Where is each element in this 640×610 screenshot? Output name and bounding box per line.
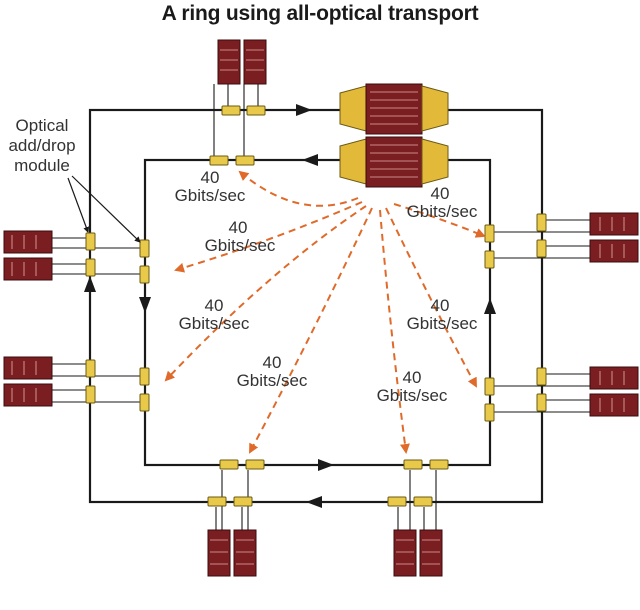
- outer-fiber-ring: [88, 108, 544, 504]
- wavelength-path: [174, 201, 363, 273]
- wavelength-paths: [164, 170, 486, 454]
- add-drop-module: [207, 496, 227, 507]
- rate-value: 40: [263, 353, 282, 372]
- direction-arrow-top-outer: [296, 104, 312, 116]
- rate-unit: Gbits/sec: [237, 371, 308, 390]
- add-drop-module: [536, 393, 547, 412]
- add-drop-module: [403, 459, 423, 470]
- node-left-upper: [3, 230, 150, 284]
- rate-value: 40: [205, 296, 224, 315]
- rate-value: 40: [431, 184, 450, 203]
- direction-arrow-left-inner: [139, 297, 151, 313]
- callout-line: [67, 177, 90, 233]
- direction-arrow-bottom-inner: [318, 459, 334, 471]
- add-drop-module: [484, 250, 495, 269]
- hub-mux-left: [339, 85, 367, 132]
- node-right-upper: [484, 212, 639, 269]
- direction-arrow-right-inner: [484, 298, 496, 314]
- equipment-card: [243, 39, 267, 85]
- add-drop-module: [139, 367, 150, 386]
- add-drop-module: [85, 258, 96, 277]
- equipment-card: [233, 529, 257, 577]
- module-label-line1: Optical: [16, 116, 69, 135]
- hub-mux-right: [421, 138, 449, 185]
- equipment-card: [3, 356, 53, 380]
- equipment-card: [3, 257, 53, 281]
- rate-unit: Gbits/sec: [175, 186, 246, 205]
- wavelength-path: [393, 203, 486, 238]
- hub-upper-unit: [339, 83, 449, 135]
- rate-unit: Gbits/sec: [407, 202, 478, 221]
- equipment-card: [419, 529, 443, 577]
- direction-arrow-left-outer: [84, 276, 96, 292]
- equipment-card: [207, 529, 231, 577]
- module-label-line3: module: [14, 156, 70, 175]
- rate-value: 40: [403, 368, 422, 387]
- equipment-card: [589, 239, 639, 263]
- equipment-card: [589, 366, 639, 390]
- add-drop-module: [139, 393, 150, 412]
- add-drop-module: [85, 359, 96, 378]
- add-drop-module: [139, 265, 150, 284]
- rate-value: 40: [201, 168, 220, 187]
- add-drop-module: [221, 105, 241, 116]
- add-drop-module: [387, 496, 407, 507]
- diagram-title: A ring using all-optical transport: [161, 2, 479, 25]
- wavelength-path: [238, 170, 359, 207]
- add-drop-module: [246, 105, 266, 116]
- module-label-line2: add/drop: [8, 136, 75, 155]
- add-drop-module: [245, 459, 265, 470]
- add-drop-module: [536, 367, 547, 386]
- rate-value: 40: [229, 218, 248, 237]
- add-drop-module: [484, 403, 495, 422]
- equipment-card: [3, 383, 53, 407]
- add-drop-module: [484, 224, 495, 243]
- add-drop-module: [235, 155, 255, 166]
- direction-arrow-top-inner: [302, 154, 318, 166]
- equipment-card: [393, 529, 417, 577]
- direction-arrow-bottom-outer: [306, 496, 322, 508]
- rate-unit: Gbits/sec: [179, 314, 250, 333]
- equipment-card: [589, 393, 639, 417]
- node-right-lower: [484, 366, 639, 422]
- hub-mux-right: [421, 85, 449, 132]
- add-drop-module: [209, 155, 229, 166]
- add-drop-module: [429, 459, 449, 470]
- callout-line: [71, 175, 141, 243]
- add-drop-module: [85, 385, 96, 404]
- add-drop-module: [536, 239, 547, 258]
- equipment-card: [217, 39, 241, 85]
- add-drop-module: [139, 239, 150, 258]
- wavelength-path: [379, 209, 410, 454]
- rate-value: 40: [431, 296, 450, 315]
- rate-unit: Gbits/sec: [377, 386, 448, 405]
- hub-lower-unit: [339, 136, 449, 188]
- wavelength-path: [164, 205, 367, 382]
- hub-node: [339, 83, 449, 188]
- hub-mux-left: [339, 138, 367, 185]
- node-top: [209, 39, 267, 166]
- add-drop-module: [413, 496, 433, 507]
- equipment-card: [3, 230, 53, 254]
- add-drop-module: [536, 213, 547, 232]
- add-drop-module: [219, 459, 239, 470]
- add-drop-module: [233, 496, 253, 507]
- node-left-lower: [3, 356, 150, 412]
- node-bottom-left: [207, 459, 265, 577]
- rate-unit: Gbits/sec: [205, 236, 276, 255]
- add-drop-module: [484, 377, 495, 396]
- equipment-card: [589, 212, 639, 236]
- add-drop-module: [85, 232, 96, 251]
- node-bottom-right: [387, 459, 449, 577]
- rate-unit: Gbits/sec: [407, 314, 478, 333]
- wavelength-path: [385, 207, 477, 388]
